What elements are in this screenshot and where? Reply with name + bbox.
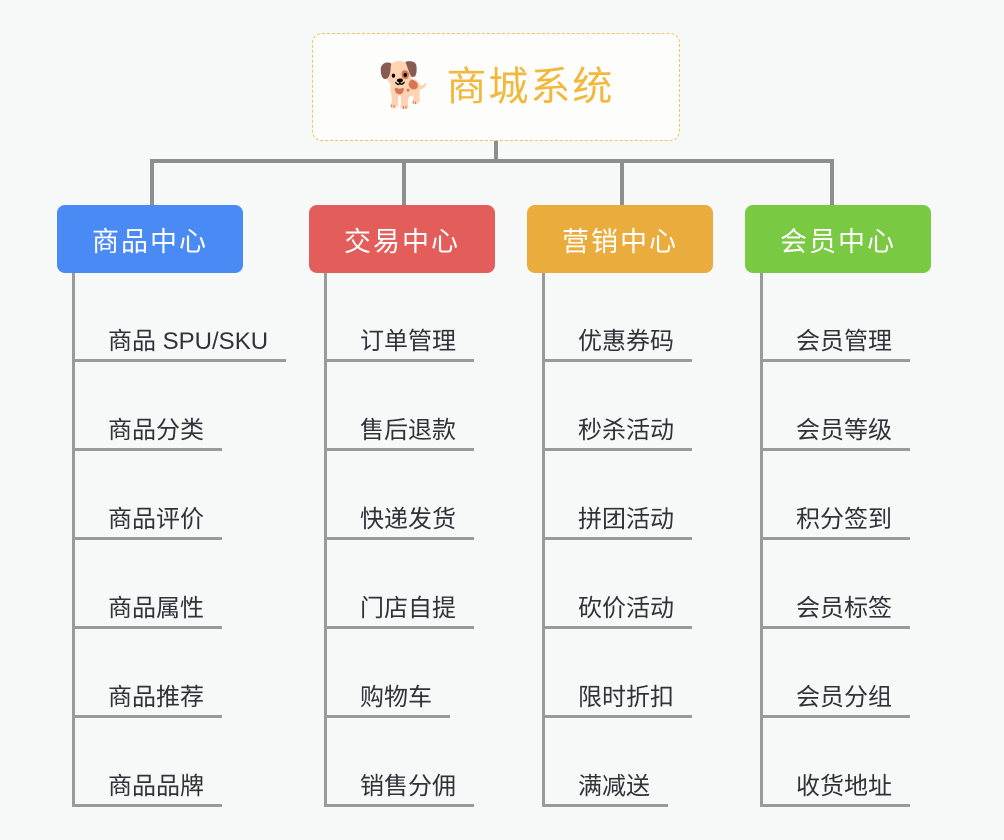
leaf-label: 商品推荐 — [75, 684, 222, 718]
leaf-label: 门店自提 — [327, 595, 474, 629]
branch-trade-center: 交易中心 订单管理 售后退款 快递发货 门店自提 购物车 销售分佣 — [309, 205, 587, 807]
leaf-label: 商品分类 — [75, 417, 222, 451]
leaf-label: 拼团活动 — [545, 506, 692, 540]
category-label: 商品中心 — [92, 226, 208, 257]
connector-drop-product-center — [150, 159, 154, 207]
leaf-label: 会员等级 — [763, 417, 910, 451]
category-header-member-center[interactable]: 会员中心 — [745, 205, 931, 273]
category-header-trade-center[interactable]: 交易中心 — [309, 205, 495, 273]
leaf-label: 满减送 — [545, 773, 668, 807]
leaf-list-marketing-center: 优惠券码 秒杀活动 拼团活动 砍价活动 限时折扣 满减送 — [542, 273, 805, 807]
list-item[interactable]: 积分签到 — [763, 451, 1004, 540]
leaf-label: 会员管理 — [763, 328, 910, 362]
leaf-label: 订单管理 — [327, 328, 474, 362]
list-item[interactable]: 商品推荐 — [75, 629, 335, 718]
connector-root-stem — [494, 141, 498, 163]
category-label: 营销中心 — [562, 226, 678, 257]
list-item[interactable]: 限时折扣 — [545, 629, 805, 718]
connector-drop-marketing-center — [620, 159, 624, 207]
leaf-label: 积分签到 — [763, 506, 910, 540]
list-item[interactable]: 商品品牌 — [75, 718, 335, 807]
list-item[interactable]: 商品分类 — [75, 362, 335, 451]
list-item[interactable]: 会员等级 — [763, 362, 1004, 451]
leaf-label: 优惠券码 — [545, 328, 692, 362]
shiba-dog-face-icon: 🐕 — [377, 61, 433, 110]
leaf-label: 收货地址 — [763, 773, 910, 807]
leaf-list-member-center: 会员管理 会员等级 积分签到 会员标签 会员分组 收货地址 — [760, 273, 1004, 807]
list-item[interactable]: 门店自提 — [327, 540, 587, 629]
list-item[interactable]: 优惠券码 — [545, 273, 805, 362]
leaf-list-trade-center: 订单管理 售后退款 快递发货 门店自提 购物车 销售分佣 — [324, 273, 587, 807]
leaf-label: 商品 SPU/SKU — [75, 328, 287, 362]
connector-drop-trade-center — [402, 159, 406, 207]
leaf-label: 会员分组 — [763, 684, 910, 718]
branch-member-center: 会员中心 会员管理 会员等级 积分签到 会员标签 会员分组 收货地址 — [745, 205, 1004, 807]
list-item[interactable]: 销售分佣 — [327, 718, 587, 807]
leaf-label: 快递发货 — [327, 506, 474, 540]
list-item[interactable]: 会员管理 — [763, 273, 1004, 362]
list-item[interactable]: 商品属性 — [75, 540, 335, 629]
root-node[interactable]: 🐕 商城系统 — [312, 33, 680, 141]
connector-horizontal-bar — [150, 159, 834, 163]
leaf-label: 会员标签 — [763, 595, 910, 629]
category-header-marketing-center[interactable]: 营销中心 — [527, 205, 713, 273]
leaf-label: 商品品牌 — [75, 773, 222, 807]
leaf-label: 砍价活动 — [545, 595, 692, 629]
list-item[interactable]: 购物车 — [327, 629, 587, 718]
category-label: 交易中心 — [344, 226, 460, 257]
root-title: 商城系统 — [446, 65, 615, 109]
list-item[interactable]: 快递发货 — [327, 451, 587, 540]
list-item[interactable]: 会员分组 — [763, 629, 1004, 718]
category-header-product-center[interactable]: 商品中心 — [57, 205, 243, 273]
leaf-label: 销售分佣 — [327, 773, 474, 807]
leaf-label: 购物车 — [327, 684, 450, 718]
leaf-label: 商品评价 — [75, 506, 222, 540]
leaf-label: 秒杀活动 — [545, 417, 692, 451]
list-item[interactable]: 订单管理 — [327, 273, 587, 362]
list-item[interactable]: 秒杀活动 — [545, 362, 805, 451]
list-item[interactable]: 拼团活动 — [545, 451, 805, 540]
leaf-list-product-center: 商品 SPU/SKU 商品分类 商品评价 商品属性 商品推荐 商品品牌 — [72, 273, 335, 807]
list-item[interactable]: 会员标签 — [763, 540, 1004, 629]
list-item[interactable]: 商品 SPU/SKU — [75, 273, 335, 362]
list-item[interactable]: 售后退款 — [327, 362, 587, 451]
leaf-label: 售后退款 — [327, 417, 474, 451]
branch-marketing-center: 营销中心 优惠券码 秒杀活动 拼团活动 砍价活动 限时折扣 满减送 — [527, 205, 805, 807]
list-item[interactable]: 砍价活动 — [545, 540, 805, 629]
leaf-label: 商品属性 — [75, 595, 222, 629]
list-item[interactable]: 满减送 — [545, 718, 805, 807]
category-label: 会员中心 — [780, 226, 896, 257]
leaf-label: 限时折扣 — [545, 684, 692, 718]
list-item[interactable]: 收货地址 — [763, 718, 1004, 807]
list-item[interactable]: 商品评价 — [75, 451, 335, 540]
connector-drop-member-center — [830, 159, 834, 207]
branch-product-center: 商品中心 商品 SPU/SKU 商品分类 商品评价 商品属性 商品推荐 商品品牌 — [57, 205, 335, 807]
